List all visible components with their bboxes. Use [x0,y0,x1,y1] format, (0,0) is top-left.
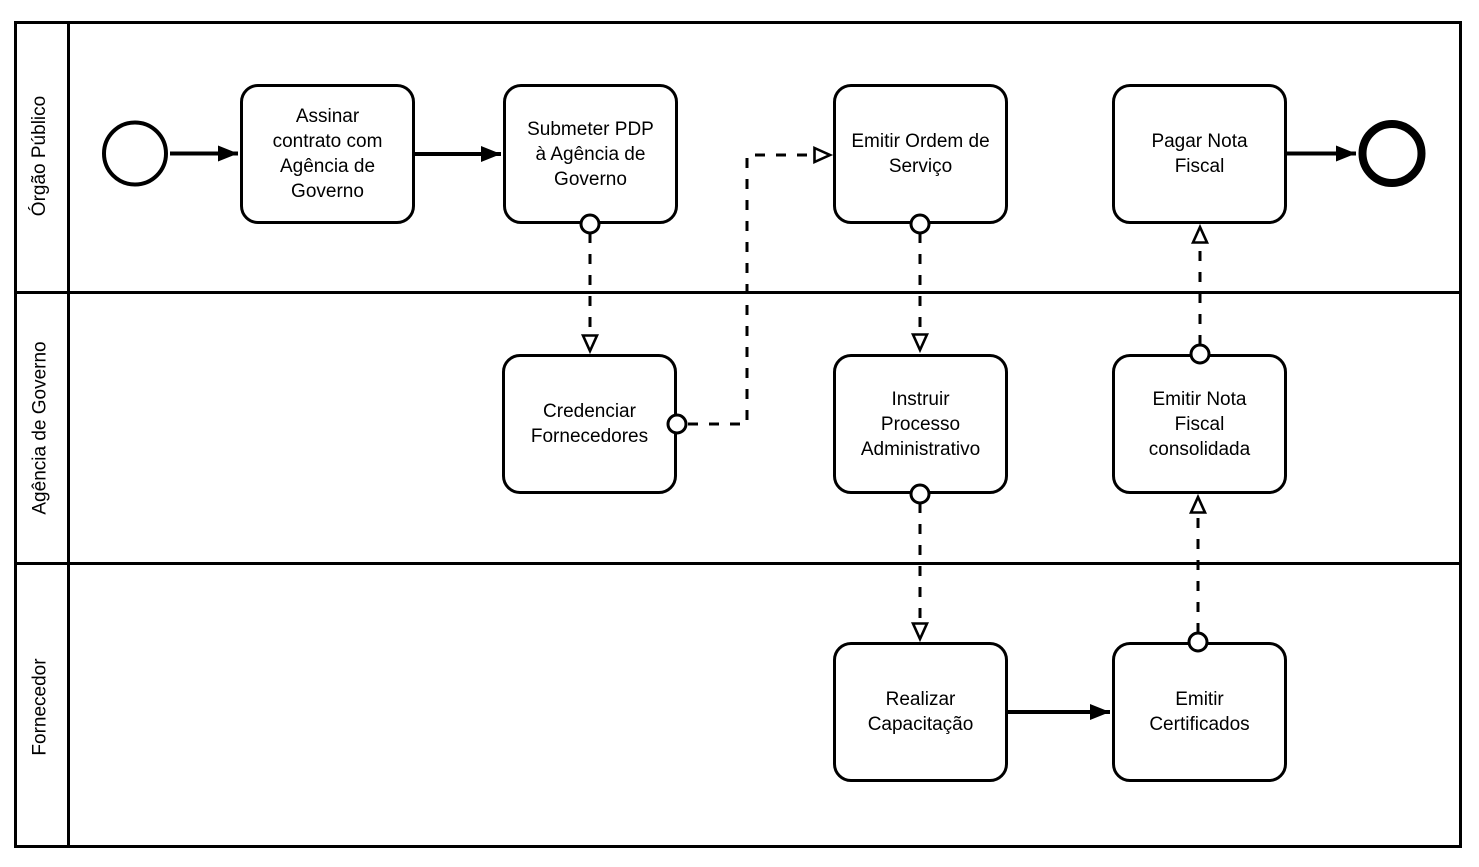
lane-label-column-divider [67,21,70,848]
task-label: Realizar Capacitação [867,689,974,735]
lane-label: Fornecedor [29,657,51,756]
lane-label: Órgão Público [29,95,51,217]
task-label: Emitir Nota Fiscal consolidada [1148,388,1251,460]
lane-agencia-de-governo[interactable]: Agência de Governo [14,294,67,562]
task-assinar-contrato[interactable]: Assinar contrato com Agência de Governo [240,84,415,224]
task-label: Emitir Ordem de Serviço [851,131,990,177]
lane-orgao-publico[interactable]: Órgão Público [14,21,67,291]
task-emitir-certificados[interactable]: Emitir Certificados [1112,642,1287,782]
task-label: Emitir Certificados [1149,689,1250,735]
task-instruir-processo-administrativo[interactable]: Instruir Processo Administrativo [833,354,1008,494]
task-emitir-ordem-de-servico[interactable]: Emitir Ordem de Serviço [833,84,1008,224]
task-label: Assinar contrato com Agência de Governo [272,106,383,202]
task-pagar-nota-fiscal[interactable]: Pagar Nota Fiscal [1112,84,1287,224]
task-label: Credenciar Fornecedores [530,401,649,447]
lane-label: Agência de Governo [29,341,51,515]
task-credenciar-fornecedores[interactable]: Credenciar Fornecedores [502,354,677,494]
lane-fornecedor[interactable]: Fornecedor [14,565,67,848]
task-emitir-nota-fiscal-consolidada[interactable]: Emitir Nota Fiscal consolidada [1112,354,1287,494]
lane-divider-2 [14,562,1462,565]
task-label: Instruir Processo Administrativo [860,388,981,460]
task-submeter-pdp[interactable]: Submeter PDP à Agência de Governo [503,84,678,224]
task-label: Submeter PDP à Agência de Governo [527,118,654,190]
task-realizar-capacitacao[interactable]: Realizar Capacitação [833,642,1008,782]
lane-divider-1 [14,291,1462,294]
task-label: Pagar Nota Fiscal [1151,131,1248,177]
